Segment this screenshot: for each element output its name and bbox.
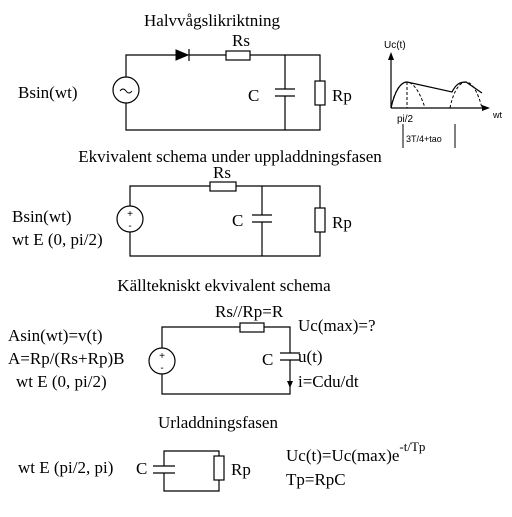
section1-rp-label: Rp	[332, 86, 352, 105]
section2-rs-label: Rs	[213, 163, 231, 182]
section3-source-label: Asin(wt)=v(t)	[8, 326, 103, 345]
section3-r-label: Rs//Rp=R	[215, 302, 284, 321]
section2-rp-label: Rp	[332, 213, 352, 232]
section2-c-label: C	[232, 211, 243, 230]
section4-c-label: C	[136, 459, 147, 478]
section2-title: Ekvivalent schema under uppladdningsfase…	[78, 147, 382, 166]
section4-wires	[163, 450, 220, 492]
rs-resistor	[225, 50, 251, 61]
section3-capacitor-icon	[280, 352, 300, 361]
diode-icon	[175, 49, 190, 61]
section1-source-label: Bsin(wt)	[18, 83, 78, 102]
section3-u-label: u(t)	[298, 347, 323, 366]
section2-capacitor-icon	[252, 214, 272, 223]
section3-circuit: + -	[148, 322, 300, 395]
section1-c-label: C	[248, 86, 259, 105]
graph-tick-period: 3T/4+tao	[406, 134, 442, 144]
section1-rs-label: Rs	[232, 31, 250, 50]
graph-y-label: Uc(t)	[384, 40, 406, 51]
uc-formula-base: Uc(t)=Uc(max)e	[286, 446, 399, 465]
section2-minus: -	[128, 221, 131, 232]
section4-tp-formula: Tp=RpC	[286, 470, 346, 489]
section4-rp-resistor	[213, 455, 225, 481]
section3-c-label: C	[262, 350, 273, 369]
graph-tick-pi2: pi/2	[397, 114, 414, 125]
section2-source-label: Bsin(wt)	[12, 207, 72, 226]
uc-formula-exponent: -t/Tp	[399, 439, 425, 454]
section3-plus: +	[159, 351, 165, 362]
graph-uc-curve	[390, 81, 483, 109]
capacitor-icon	[275, 88, 295, 97]
graph-x-arrow	[482, 105, 490, 111]
section4-interval: wt E (pi/2, pi)	[18, 458, 113, 477]
graph-sine-hump-1	[390, 81, 426, 109]
section3-i-label: i=Cdu/dt	[298, 372, 359, 391]
graph-y-arrow	[388, 52, 394, 60]
section1-wires	[125, 54, 321, 131]
section3-minus: -	[160, 363, 163, 374]
section2-interval: wt E (0, pi/2)	[12, 230, 103, 249]
section2-rs-resistor	[209, 181, 237, 192]
section3-a-formula: A=Rp/(Rs+Rp)B	[8, 349, 124, 368]
section4-uc-formula: Uc(t)=Uc(max)e-t/Tp	[286, 439, 425, 465]
section2-circuit: + -	[116, 181, 326, 257]
section1-title: Halvvågslikriktning	[144, 11, 280, 30]
section2-plus: +	[127, 209, 133, 220]
section4-circuit	[153, 450, 225, 492]
graph-sine-hump-2	[449, 81, 483, 109]
ac-wave-icon	[119, 88, 133, 94]
graph-x-label: wt	[492, 110, 502, 120]
uc-graph: Uc(t) wt pi/2 3T/4+tao	[384, 40, 502, 148]
section3-uc-max: Uc(max)=?	[298, 316, 376, 335]
section3-interval: wt E (0, pi/2)	[16, 372, 107, 391]
graph-period-bars	[402, 124, 456, 148]
section2-wires	[129, 185, 321, 257]
section4-capacitor-icon	[153, 465, 175, 474]
section4-rp-label: Rp	[231, 460, 251, 479]
section3-source-icon	[148, 347, 176, 375]
section4-title: Urladdningsfasen	[158, 413, 278, 432]
section3-title: Källtekniskt ekvivalent schema	[117, 276, 331, 295]
current-arrow-icon	[287, 381, 293, 388]
dc-source-icon	[116, 205, 144, 233]
section2-rp-resistor	[314, 207, 326, 233]
section1-circuit	[112, 49, 326, 131]
section3-r-resistor	[239, 322, 265, 333]
ac-source-icon	[112, 76, 140, 104]
rp-resistor	[314, 80, 326, 106]
